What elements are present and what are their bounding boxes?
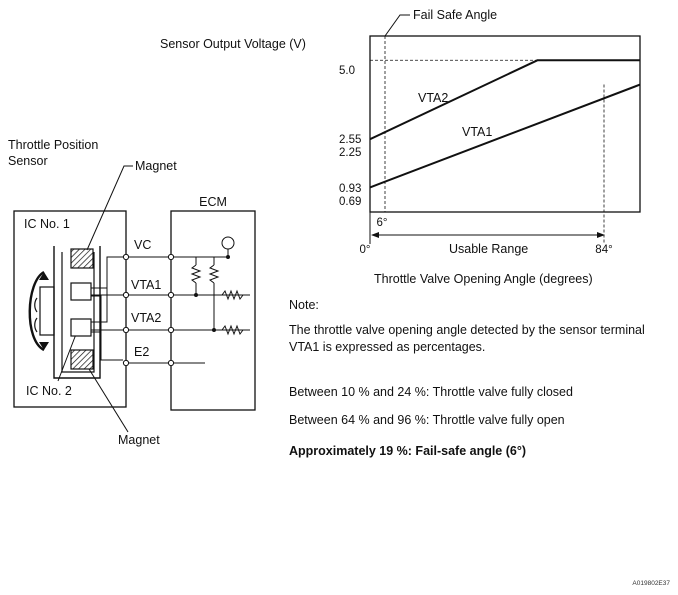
magnet-bottom-label: Magnet	[118, 433, 160, 447]
ecm-junction-dots	[194, 255, 230, 332]
rotation-mark-bottom	[34, 317, 38, 333]
terminal-vc: VC	[134, 238, 151, 252]
note-line-fully-open: Between 64 % and 96 %: Throttle valve fu…	[289, 413, 565, 427]
x-tick-84: 84°	[595, 244, 612, 256]
terminal-e2: E2	[134, 345, 149, 359]
fail-safe-label: Fail Safe Angle	[413, 8, 497, 22]
sensor-housing-outer	[53, 246, 101, 379]
magnet-top	[70, 248, 94, 269]
vc-source-symbol	[221, 236, 235, 250]
ic1-label: IC No. 1	[24, 217, 70, 231]
rotation-arrow	[28, 270, 45, 352]
ic2-label: IC No. 2	[26, 384, 72, 398]
magnet-top-leader	[86, 165, 133, 251]
series-label-vta1: VTA1	[462, 125, 492, 139]
note-heading: Note:	[289, 298, 319, 312]
y-tick-2-25: 2.25	[339, 147, 361, 159]
ecm-label: ECM	[199, 195, 227, 209]
terminal-vta1: VTA1	[131, 278, 161, 292]
ic2-chip	[70, 318, 92, 337]
ic2-leader	[57, 328, 79, 382]
sensor-internal-wiring	[91, 256, 123, 361]
series-line-vta1	[369, 83, 641, 189]
throttle-shaft	[39, 286, 55, 336]
sensor-title-line2: Sensor	[8, 154, 48, 168]
y-tick-0-69: 0.69	[339, 196, 361, 208]
reference-code: A019802E37	[632, 580, 670, 587]
chart-plot-frame	[369, 35, 641, 213]
rotation-mark-top	[34, 297, 38, 313]
chart-x-title: Throttle Valve Opening Angle (degrees)	[374, 272, 593, 286]
ecm-box	[170, 210, 256, 411]
magnet-bottom-leader	[88, 368, 129, 433]
magnet-bottom	[70, 349, 94, 370]
x-tick-0: 0°	[360, 244, 371, 256]
sensor-housing-inner	[61, 252, 95, 373]
chart-y-title: Sensor Output Voltage (V)	[160, 37, 306, 51]
note-line-fail-safe: Approximately 19 %: Fail-safe angle (6°)	[289, 444, 527, 458]
voltage-chart: Sensor Output Voltage (V) Throttle Valve…	[160, 8, 641, 286]
fail-safe-leader	[384, 14, 410, 37]
six-degree-label: 6°	[377, 217, 388, 229]
magnet-top-label: Magnet	[135, 159, 177, 173]
y-tick-2-55: 2.55	[339, 134, 361, 146]
sensor-title-line1: Throttle Position	[8, 138, 98, 152]
ic1-chip	[70, 282, 92, 301]
connector-pins	[122, 253, 175, 367]
series-label-vta2: VTA2	[418, 91, 448, 105]
circuit-diagram: Throttle Position Sensor ECM IC No. 1 IC…	[8, 138, 256, 447]
rotation-arrow-head-top	[39, 272, 49, 280]
y-tick-0-93: 0.93	[339, 183, 361, 195]
usable-range-label: Usable Range	[449, 242, 528, 256]
y-tick-5-0: 5.0	[339, 65, 355, 77]
rotation-arrow-head-bottom	[39, 342, 49, 350]
note-body: The throttle valve opening angle detecte…	[289, 323, 645, 354]
series-line-vta2	[369, 59, 640, 141]
sensor-box	[13, 210, 127, 408]
terminal-vta2: VTA2	[131, 311, 161, 325]
note-line-fully-closed: Between 10 % and 24 %: Throttle valve fu…	[289, 385, 573, 399]
